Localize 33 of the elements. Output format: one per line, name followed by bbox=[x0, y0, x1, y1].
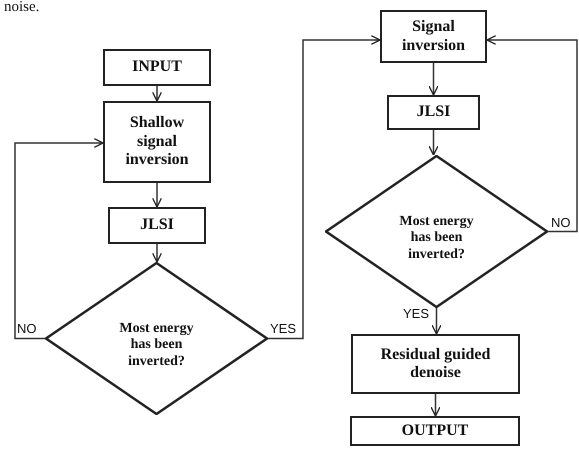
process-box bbox=[351, 334, 520, 394]
process-box bbox=[108, 207, 206, 244]
process-box bbox=[103, 49, 211, 86]
process-box bbox=[350, 416, 520, 446]
node-label: INPUT bbox=[132, 58, 182, 77]
node-label: Most energy has been inverted? bbox=[398, 214, 475, 263]
node-label: JLSI bbox=[416, 103, 450, 122]
node-label: OUTPUT bbox=[402, 422, 468, 440]
edge-label: YES bbox=[403, 307, 430, 320]
caption-text: noise. bbox=[4, 0, 40, 15]
edge-label: NO bbox=[17, 322, 36, 335]
process-box bbox=[387, 95, 480, 130]
decision-diamond bbox=[325, 155, 548, 308]
edge-label: NO bbox=[551, 216, 570, 229]
node-label: Most energy has been inverted? bbox=[118, 321, 195, 370]
arrow bbox=[14, 138, 104, 340]
arrow bbox=[428, 63, 439, 96]
process-box bbox=[380, 10, 487, 63]
arrow bbox=[152, 86, 162, 102]
arrow bbox=[428, 130, 439, 156]
node-label: Residual guided denoise bbox=[380, 346, 492, 382]
process-box bbox=[103, 101, 211, 183]
edge-label: YES bbox=[270, 322, 296, 335]
arrow bbox=[268, 34, 381, 340]
arrow bbox=[486, 34, 578, 232]
node-label: JLSI bbox=[140, 216, 174, 235]
arrow bbox=[431, 308, 442, 335]
arrow bbox=[152, 183, 162, 208]
node-label: Signal inversion bbox=[400, 18, 466, 55]
decision-diamond bbox=[45, 262, 268, 415]
arrow bbox=[430, 394, 441, 417]
node-label: Shallow signal inversion bbox=[124, 114, 190, 170]
arrow bbox=[152, 244, 162, 263]
